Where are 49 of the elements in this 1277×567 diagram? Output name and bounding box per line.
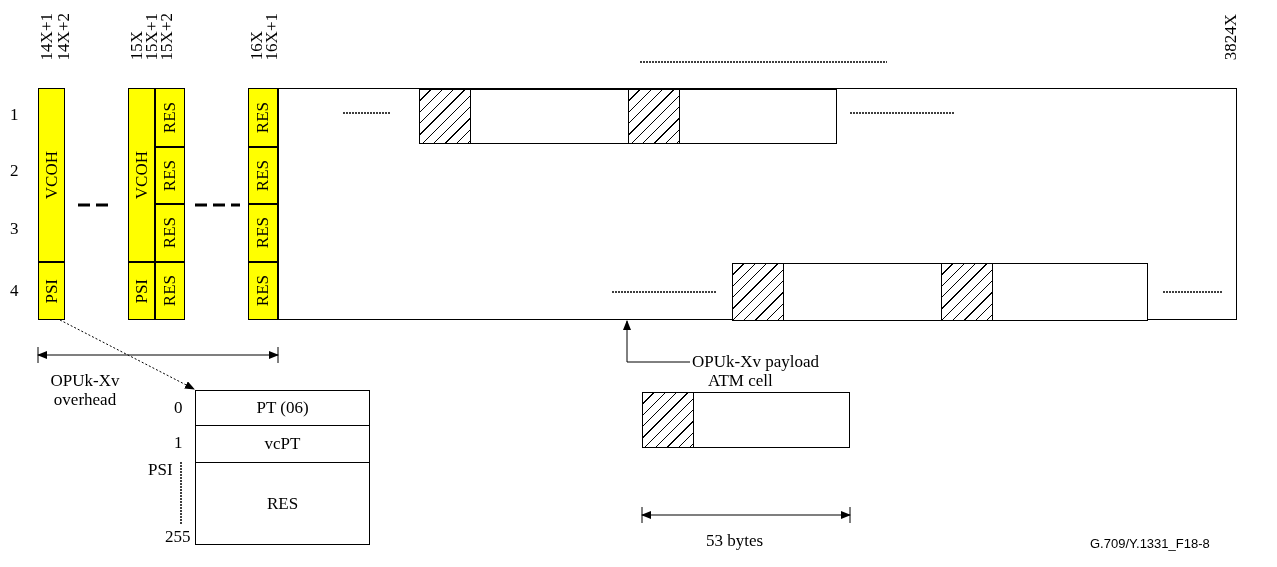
row-number: 3 [10,220,19,239]
cell-body-block [679,89,837,144]
leader-arrow [623,320,691,363]
overhead-column-cell: RES [155,147,185,204]
table-row: RES [195,462,370,545]
payload-label: OPUk-Xv payload [692,351,892,373]
overhead-column-cell: RES [248,147,278,204]
overhead-column-cell: RES [155,204,185,262]
overhead-column-cell: RES [248,262,278,320]
column-number: 15X+1 [143,12,159,60]
psi-label: PSI [148,461,173,480]
hatched-header-block [628,89,680,144]
dotted-leader-arrow [59,319,195,390]
overhead-column-cell: RES [155,262,185,320]
cell-caption: ATM cell [708,372,773,391]
hatched-header-block [642,392,694,448]
overhead-column-cell: RES [248,88,278,147]
overhead-column-cell: VCOH [38,88,65,262]
overhead-label: OPUk-Xv overhead [49,372,121,410]
row-number: 2 [10,162,19,181]
overhead-column-cell: VCOH [128,88,155,262]
byte-number: 0 [174,399,183,418]
column-number: 16X [248,30,264,60]
hatched-header-block [732,263,784,321]
column-number: 15X+2 [158,12,174,60]
column-number: 15X [128,30,144,60]
figure-id: G.709/Y.1331_F18-8 [1090,537,1210,552]
hatched-header-block [941,263,993,321]
dimension-label: 53 bytes [706,532,764,551]
overhead-column-cell: RES [155,88,185,147]
cell-body-block [693,392,850,448]
hatched-header-block [419,89,471,144]
table-row: PT (06) [195,390,370,426]
column-number: 14X+2 [55,12,71,60]
byte-number: 255 [165,528,191,547]
overhead-column-cell: RES [248,204,278,262]
overhead-column-cell: PSI [128,262,155,320]
cell-body-block [992,263,1148,321]
byte-number: 1 [174,434,183,453]
row-number: 4 [10,282,19,301]
cell-body-block [470,89,629,144]
row-number: 1 [10,106,19,125]
column-number: 3824X [1222,13,1238,60]
cell-body-block [783,263,942,321]
overhead-column-cell: PSI [38,262,65,320]
payload-area [278,88,1237,320]
column-number: 14X+1 [38,12,54,60]
table-row: vcPT [195,425,370,463]
column-number: 16X+1 [263,12,279,60]
